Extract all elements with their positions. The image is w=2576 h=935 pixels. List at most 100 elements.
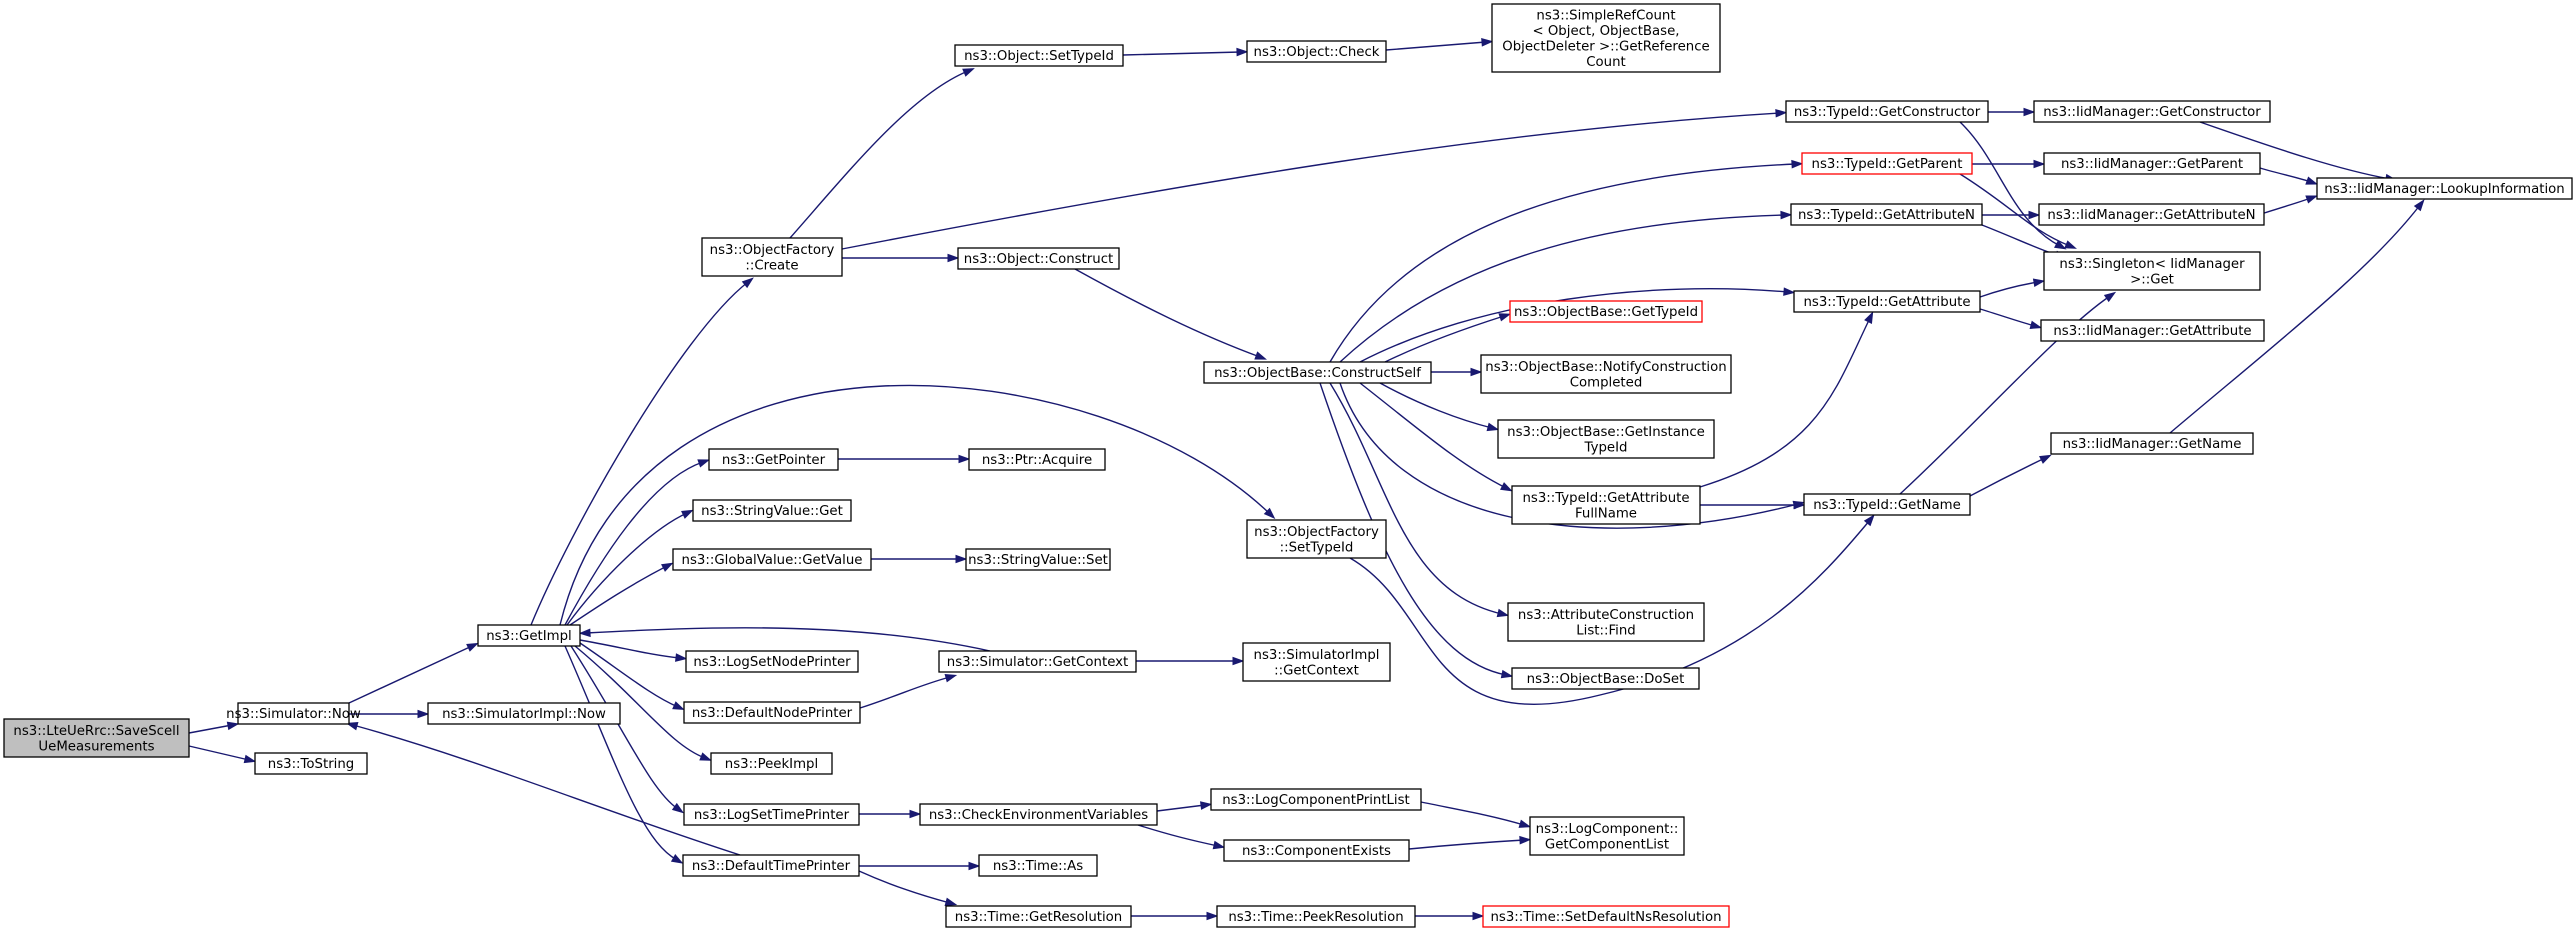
edge-n45-to-n49 — [2263, 195, 2319, 214]
graph-node[interactable]: ns3::LogSetNodePrinter — [685, 650, 859, 673]
graph-node[interactable]: ns3::SimulatorImpl::Now — [427, 702, 621, 725]
edge-n3-to-n5 — [530, 277, 754, 626]
node-label: ns3::DefaultNodePrinter — [692, 706, 853, 721]
graph-node[interactable]: ns3::ObjectBase::GetTypeId — [1509, 300, 1703, 323]
node-label: ns3::TypeId::GetAttribute — [1522, 491, 1689, 506]
graph-node[interactable]: ns3::Time::SetDefaultNsResolution — [1482, 905, 1730, 928]
node-label: ns3::Simulator::GetContext — [947, 655, 1128, 670]
arrow-head — [226, 721, 240, 731]
graph-node[interactable]: ns3::StringValue::Get — [692, 499, 852, 522]
graph-node[interactable]: ns3::CheckEnvironmentVariables — [919, 803, 1158, 826]
node-label: < Object, ObjectBase, — [1532, 24, 1679, 39]
graph-node[interactable]: ns3::IidManager::GetParent — [2043, 152, 2261, 175]
node-box — [254, 752, 368, 775]
graph-node[interactable]: ns3::SimpleRefCount< Object, ObjectBase,… — [1491, 3, 1721, 73]
arrow-head — [1780, 210, 1793, 220]
graph-node[interactable]: ns3::Singleton< IidManager >::Get — [2043, 251, 2261, 291]
node-label: ns3::Time::SetDefaultNsResolution — [1490, 910, 1721, 925]
arrow-head — [1486, 422, 1500, 432]
node-label: ns3::LogSetNodePrinter — [693, 655, 851, 670]
node-label: ns3::Singleton< IidManager — [2059, 257, 2245, 272]
graph-node[interactable]: ns3::IidManager::LookupInformation — [2316, 177, 2573, 200]
graph-node[interactable]: ns3::ObjectFactory::Create — [701, 237, 843, 277]
graph-node[interactable]: ns3::Ptr::Acquire — [968, 448, 1106, 471]
graph-node[interactable]: ns3::Time::GetResolution — [945, 905, 1132, 928]
graph-node[interactable]: ns3::ObjectBase::NotifyConstructionCompl… — [1480, 354, 1732, 394]
graph-node[interactable]: ns3::ComponentExists — [1223, 839, 1410, 862]
node-box — [1803, 493, 1971, 516]
arrow-head — [345, 722, 359, 731]
edge-n3-to-n7 — [566, 509, 694, 626]
graph-node[interactable]: ns3::DefaultNodePrinter — [683, 701, 861, 724]
edge-n3-to-n9 — [579, 639, 688, 662]
arrow-head — [1518, 819, 1532, 828]
graph-node[interactable]: ns3::LogSetTimePrinter — [683, 803, 860, 826]
graph-node[interactable]: ns3::PeekImpl — [710, 752, 833, 775]
edge-n23-to-n30 — [1384, 313, 1512, 363]
node-label: FullName — [1575, 506, 1637, 521]
graph-node[interactable]: ns3::TypeId::GetAttribute — [1793, 290, 1981, 313]
node-label: ns3::GetImpl — [486, 629, 571, 644]
arrow-head — [968, 861, 981, 871]
edge-line — [566, 512, 688, 626]
node-label: ns3::CheckEnvironmentVariables — [929, 808, 1148, 823]
node-box — [692, 499, 852, 522]
graph-node[interactable]: ns3::TypeId::GetParent — [1801, 152, 1973, 175]
edge-line — [564, 645, 678, 861]
graph-node[interactable]: ns3::ToString — [254, 752, 368, 775]
edge-line — [1699, 317, 1871, 488]
graph-node[interactable]: ns3::GlobalValue::GetValue — [672, 548, 872, 571]
graph-node[interactable]: ns3::Time::PeekResolution — [1216, 905, 1416, 928]
graph-node[interactable]: ns3::Simulator::GetContext — [938, 650, 1137, 673]
graph-node[interactable]: ns3::Simulator::Now — [226, 702, 361, 725]
graph-node[interactable]: ns3::IidManager::GetAttributeN — [2038, 203, 2265, 226]
arrow-head — [1500, 669, 1514, 679]
edge-line — [1384, 315, 1505, 363]
node-box — [1801, 152, 1973, 175]
edge-line — [1319, 382, 1507, 676]
graph-node[interactable]: ns3::TypeId::GetAttributeN — [1790, 203, 1983, 226]
graph-node[interactable]: ns3::Object::Check — [1246, 40, 1387, 63]
graph-node[interactable]: ns3::IidManager::GetAttribute — [2040, 319, 2265, 342]
arrow-head — [417, 709, 430, 719]
graph-node[interactable]: ns3::IidManager::GetName — [2050, 432, 2254, 455]
graph-node[interactable]: ns3::Object::Construct — [957, 247, 1120, 270]
graph-node[interactable]: ns3::ObjectFactory::SetTypeId — [1246, 519, 1387, 559]
node-label: ns3::Time::PeekResolution — [1228, 910, 1403, 925]
graph-node[interactable]: ns3::ObjectBase::DoSet — [1511, 667, 1700, 690]
node-box — [1793, 290, 1981, 313]
edge-n6-to-n16 — [838, 454, 971, 464]
node-box — [1216, 905, 1416, 928]
node-label: ns3::Simulator::Now — [226, 707, 361, 722]
graph-node[interactable]: ns3::StringValue::Set — [965, 548, 1111, 571]
arrow-head — [1472, 911, 1485, 921]
graph-node[interactable]: ns3::DefaultTimePrinter — [682, 854, 860, 877]
node-label: ns3::IidManager::LookupInformation — [2324, 182, 2564, 197]
edge-line — [1379, 382, 1493, 429]
graph-node[interactable]: ns3::LogComponent::GetComponentList — [1529, 816, 1685, 856]
node-box — [978, 854, 1098, 877]
graph-node[interactable]: ns3::TypeId::GetConstructor — [1785, 100, 1989, 123]
edge-n38-to-n43 — [1988, 107, 2036, 117]
graph-node[interactable]: ns3::Time::As — [978, 854, 1098, 877]
edge-line — [585, 627, 991, 652]
graph-node[interactable]: ns3::IidManager::GetConstructor — [2033, 100, 2271, 123]
node-box — [2043, 251, 2261, 291]
graph-node[interactable]: ns3::Object::SetTypeId — [954, 44, 1124, 67]
graph-node[interactable]: ns3::GetPointer — [708, 448, 839, 471]
graph-node[interactable]: ns3::SimulatorImpl::GetContext — [1242, 642, 1391, 682]
node-label: ns3::ObjectBase::NotifyConstruction — [1485, 360, 1726, 375]
node-box — [2316, 177, 2573, 200]
graph-node[interactable]: ns3::GetImpl — [477, 624, 581, 647]
graph-node[interactable]: ns3::ObjectBase::ConstructSelf — [1203, 361, 1432, 384]
arrow-head — [2039, 454, 2052, 464]
node-box — [957, 247, 1120, 270]
graph-node[interactable]: ns3::LogComponentPrintList — [1210, 788, 1422, 811]
graph-node[interactable]: ns3::TypeId::GetName — [1803, 493, 1971, 516]
arrow-head — [1775, 109, 1788, 118]
arrow-head — [671, 802, 685, 814]
